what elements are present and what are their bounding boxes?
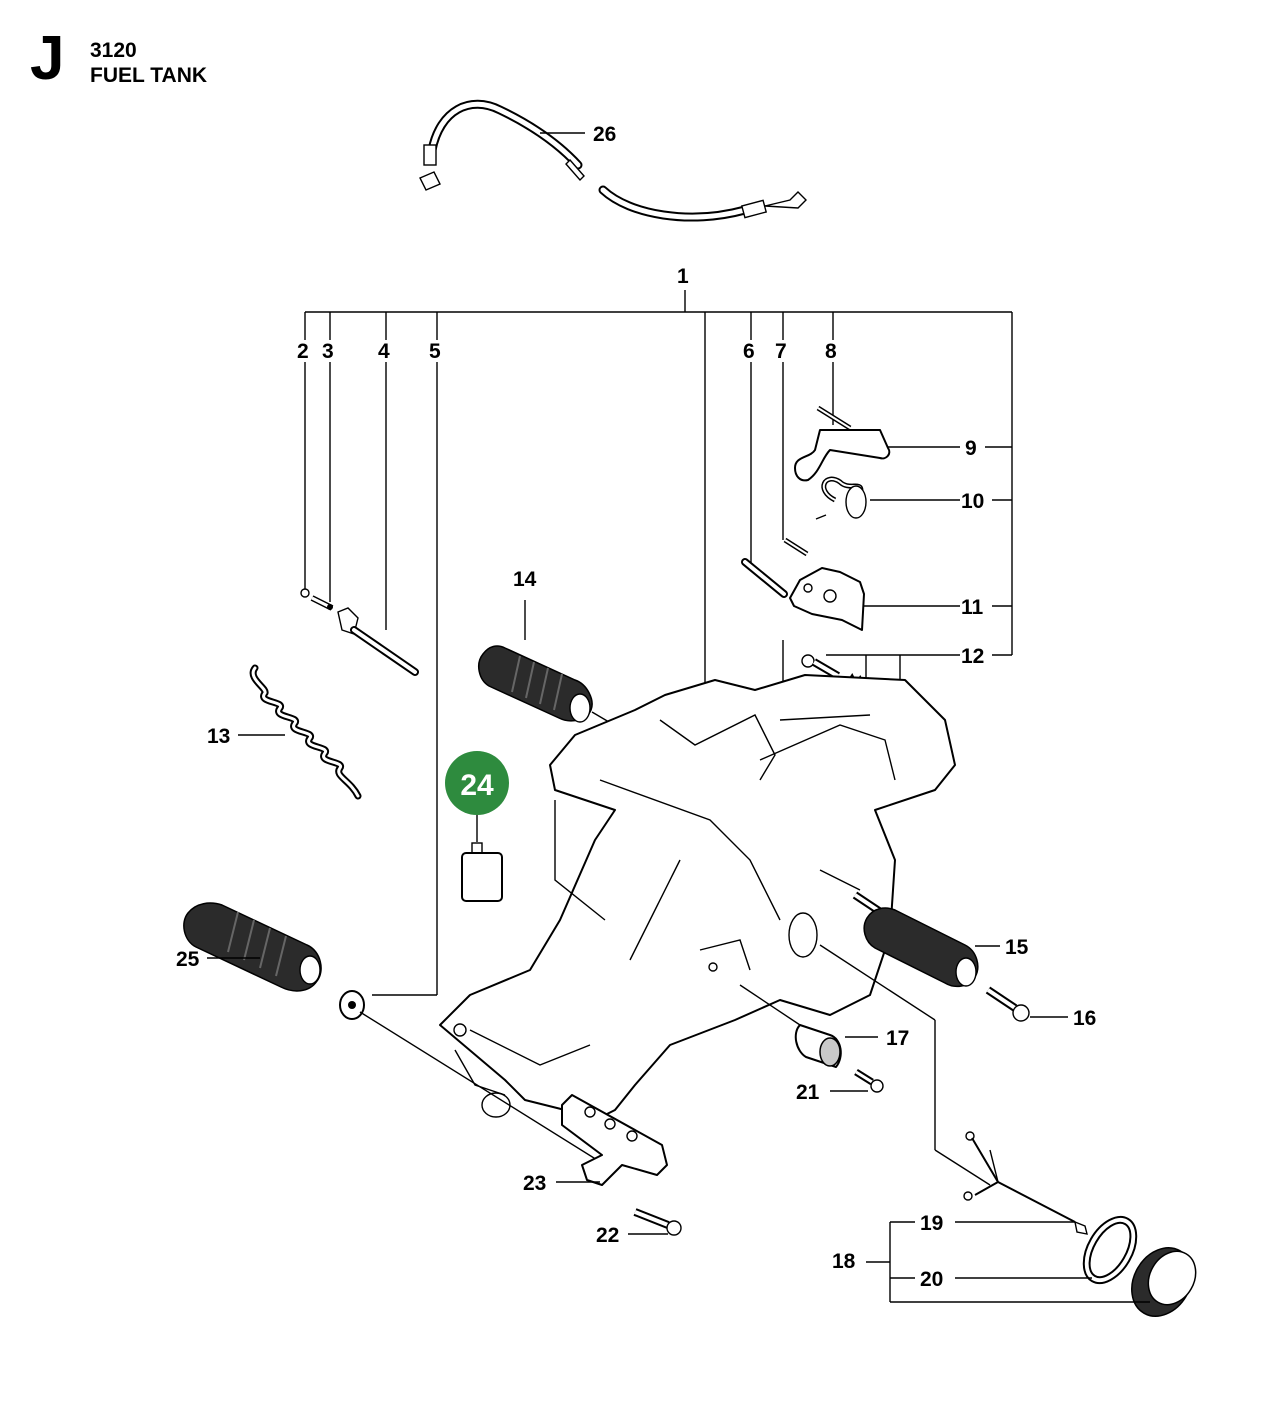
section-letter: J [30,24,65,93]
callout-labels: 1 2 3 4 5 6 7 8 9 10 11 12 13 14 15 16 1… [176,123,1096,1291]
callout-16: 16 [1073,1007,1096,1030]
part-15-vibration-damper [819,869,1000,988]
callout-9: 9 [965,437,977,460]
part-25-vibration-damper [183,902,611,1169]
callout-4: 4 [378,340,390,363]
highlight-badge [445,751,509,815]
callout-25: 25 [176,948,200,971]
callout-17: 17 [886,1027,909,1050]
callout-14: 14 [513,568,537,591]
part-22-screw [628,1208,682,1236]
callout-11: 11 [961,596,984,619]
part-13-vent-spring [238,664,362,800]
callout-18: 18 [832,1250,856,1273]
part-1-bracket [304,290,1013,996]
part-26-throttle-cable [419,99,807,222]
part-23-bracket [556,1094,668,1186]
parts-2-3-4-fuel-hose [300,588,419,676]
callout-12: 12 [961,645,984,668]
part-24-fuel-filter: 24 [445,751,509,902]
part-14-vibration-damper [477,600,661,753]
callout-15: 15 [1005,936,1029,959]
callout-5: 5 [429,340,441,363]
part-1-fuel-tank [439,674,956,1126]
callout-22: 22 [596,1224,619,1247]
part-16-screw [985,986,1068,1022]
highlight-label: 24 [460,769,494,802]
model-number: 3120 [90,39,137,62]
page-title: FUEL TANK [90,64,208,87]
callout-19: 19 [920,1212,943,1235]
callout-3: 3 [322,340,334,363]
callout-2: 2 [297,340,309,363]
parts-8-9-10-11-trigger-group [741,405,891,631]
callout-21: 21 [796,1081,820,1104]
callout-26: 26 [593,123,616,146]
parts-18-19-20-fuel-cap [819,944,1197,1317]
callout-6: 6 [743,340,755,363]
callout-8: 8 [825,340,837,363]
callout-1: 1 [677,265,689,288]
callout-20: 20 [920,1268,943,1291]
callout-10: 10 [961,490,984,513]
callout-13: 13 [207,725,230,748]
callout-7: 7 [775,340,787,363]
callout-23: 23 [523,1172,546,1195]
part-21-screw [830,1069,884,1093]
part-17-bushing [739,984,878,1068]
